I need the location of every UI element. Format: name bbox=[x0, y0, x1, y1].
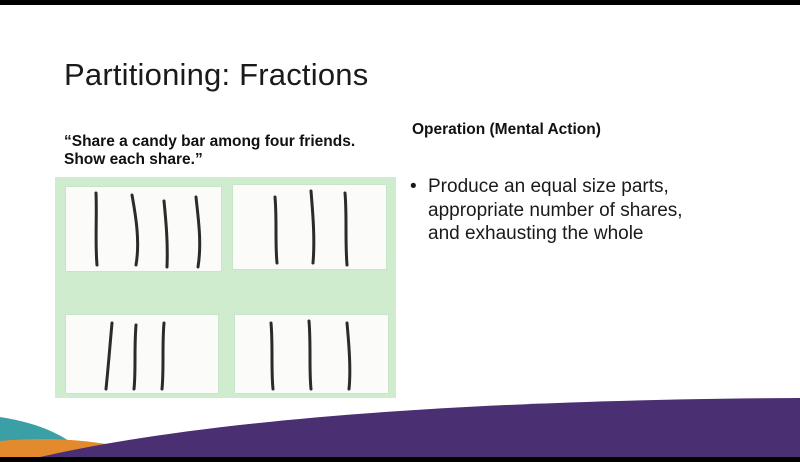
candy-bar-drawing-3 bbox=[66, 315, 218, 393]
candy-bar-drawing-2 bbox=[233, 185, 386, 269]
task-quote-line: Show each share.” bbox=[64, 151, 203, 168]
student-work-photo bbox=[55, 177, 396, 398]
partition-lines bbox=[94, 191, 202, 269]
bullet-item: • Produce an equal size parts, appropria… bbox=[410, 175, 740, 246]
slide: Partitioning: Fractions “Share a candy b… bbox=[0, 5, 800, 457]
slide-title: Partitioning: Fractions bbox=[64, 57, 369, 92]
partition-lines bbox=[269, 319, 352, 391]
bullet-line: Produce an equal size parts, bbox=[428, 176, 669, 197]
bottom-wave-decoration bbox=[0, 398, 800, 457]
bullet-list: • Produce an equal size parts, appropria… bbox=[410, 175, 740, 246]
task-quote: “Share a candy bar among four friends. S… bbox=[64, 133, 404, 169]
candy-bar-drawing-4 bbox=[235, 315, 388, 393]
task-quote-line: “Share a candy bar among four friends. bbox=[64, 133, 356, 150]
bullet-line: and exhausting the whole bbox=[428, 223, 644, 244]
partition-lines bbox=[104, 321, 166, 391]
bullet-dot-icon: • bbox=[410, 176, 417, 197]
bullet-line: appropriate number of shares, bbox=[428, 199, 683, 221]
partition-lines bbox=[273, 189, 349, 267]
operation-heading: Operation (Mental Action) bbox=[412, 121, 601, 138]
bullet-text: Produce an equal size parts, appropriate… bbox=[428, 175, 683, 246]
candy-bar-drawing-1 bbox=[66, 187, 221, 271]
purple-wave bbox=[40, 398, 800, 457]
